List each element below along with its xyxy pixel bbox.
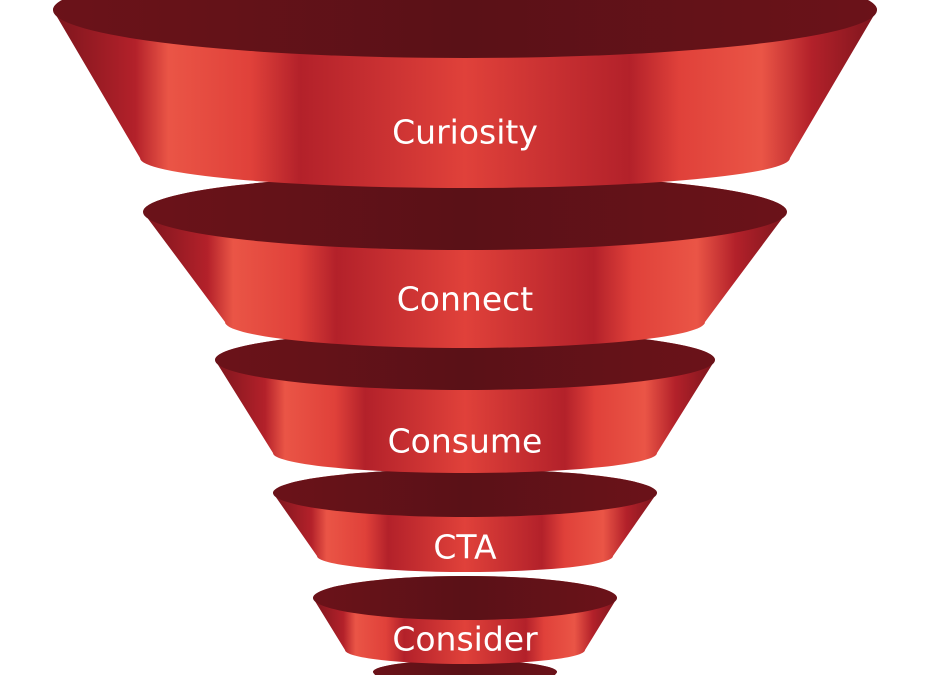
stage-label-cta: CTA	[433, 528, 497, 567]
funnel-stage-rim	[273, 469, 657, 517]
funnel-stage-rim	[313, 576, 617, 620]
funnel-stage-cta: CTA	[273, 469, 657, 572]
stage-label-curiosity: Curiosity	[392, 113, 538, 152]
stage-label-consume: Consume	[388, 422, 543, 461]
funnel-stage-consider: Consider	[313, 576, 617, 664]
funnel-stage-curiosity: Curiosity	[53, 0, 877, 188]
funnel-stage-tip	[373, 660, 557, 675]
funnel-stage-rim	[215, 330, 715, 390]
funnel-stage-rim	[53, 0, 877, 58]
funnel-stage-rim	[373, 660, 557, 675]
stage-label-consider: Consider	[392, 620, 538, 659]
funnel-stage-connect: Connect	[143, 174, 787, 348]
funnel-stage-rim	[143, 174, 787, 250]
stage-label-connect: Connect	[397, 280, 534, 319]
funnel-stage-consume: Consume	[215, 330, 715, 473]
